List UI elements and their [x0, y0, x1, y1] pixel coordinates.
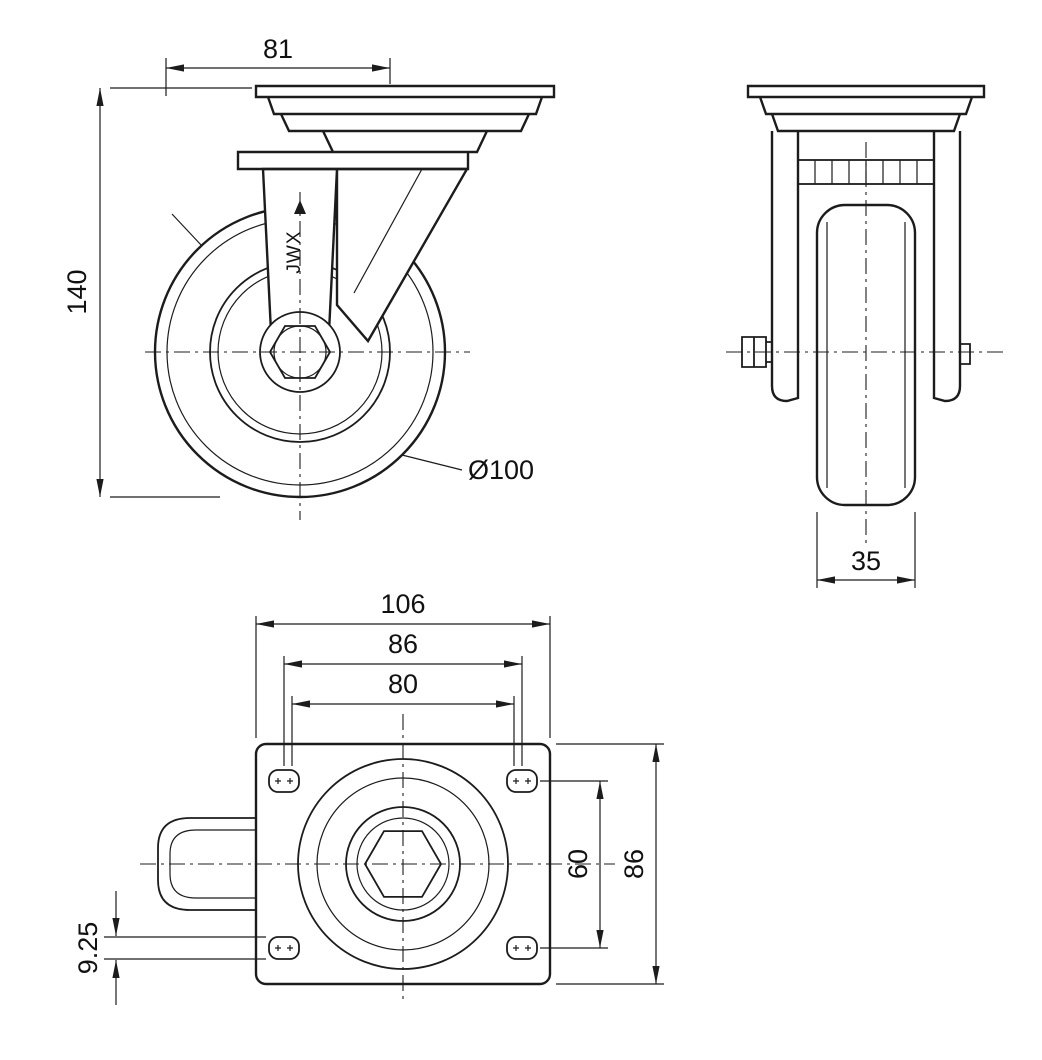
side-centerlines	[726, 142, 1004, 548]
dimension-slot-width: 9.25	[73, 891, 266, 1005]
extension-lines	[110, 87, 252, 498]
dimension-value: 106	[380, 589, 425, 619]
bolt-slot	[506, 769, 538, 793]
dimension-value: 86	[388, 629, 418, 659]
dimension-bolt-pitch-x: 86	[283, 629, 523, 766]
plan-centerlines	[140, 714, 615, 1004]
dimension-value: 80	[388, 669, 418, 699]
front-fork-inner-edge	[353, 168, 423, 294]
dimension-value: 60	[563, 849, 593, 879]
bolt-slot	[506, 936, 538, 960]
plan-wheel-protrusion-outer	[157, 817, 256, 911]
dimension-overall-height: 140	[62, 87, 252, 498]
side-wheel-tread-lines	[826, 222, 906, 488]
dimension-plate-length: 106	[255, 589, 551, 738]
dimension-value: 81	[263, 34, 293, 64]
surface-mark	[171, 213, 203, 247]
dimension-value: 35	[851, 546, 881, 576]
brand-text: JWX	[284, 230, 305, 273]
plan-view: 106 86 80 60 86	[73, 589, 664, 1005]
extension-lines	[283, 656, 523, 766]
bolt-slots	[268, 769, 538, 960]
extension-lines	[556, 743, 664, 985]
dimension-wheel-width: 35	[816, 512, 916, 588]
dimension-bolt-inner-x: 80	[291, 669, 515, 766]
leader-line	[401, 454, 463, 471]
bolt-slot-marks	[275, 778, 293, 784]
extension-lines	[816, 512, 916, 588]
dimension-wheel-diameter: Ø100	[401, 454, 534, 485]
dimension-value: 86	[619, 849, 649, 879]
extension-lines	[291, 696, 515, 766]
side-swivel-stack	[746, 84, 986, 133]
dimension-plate-offset: 81	[165, 34, 391, 96]
extension-lines	[255, 616, 551, 738]
extension-lines	[104, 936, 266, 960]
bolt-slot	[268, 769, 300, 793]
dimension-plate-width: 86	[556, 743, 664, 985]
side-fork-legs	[770, 131, 962, 403]
extension-lines	[165, 58, 391, 96]
dimension-bolt-pitch-y: 60	[540, 780, 608, 949]
front-centerlines	[145, 192, 470, 520]
bolt-slot-marks	[513, 778, 531, 784]
axle-bolt-and-nut	[741, 336, 971, 368]
dimension-value: 140	[62, 269, 92, 314]
front-swivel-stack	[236, 84, 556, 171]
dimension-value: 9.25	[73, 922, 103, 975]
front-view: JWX 81 140 Ø100	[62, 34, 556, 520]
side-view: 35	[726, 84, 1004, 588]
bolt-slot-marks	[275, 945, 293, 951]
bolt-slot	[268, 936, 300, 960]
bolt-slot-marks	[513, 945, 531, 951]
dimension-value: Ø100	[468, 455, 534, 485]
